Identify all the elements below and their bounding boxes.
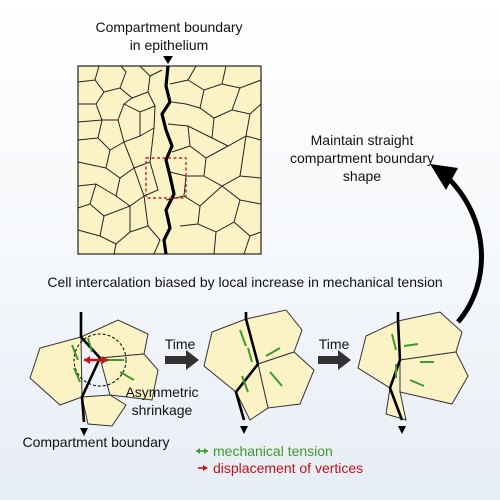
legend-tension-label: mechanical tension <box>213 443 333 459</box>
panel-3 <box>357 311 469 434</box>
top-label-line1: Compartment boundary <box>95 19 242 35</box>
curved-arrow-shaft <box>444 174 484 324</box>
legend-displacement-icon <box>198 465 208 471</box>
bottom-boundary-label: Compartment boundary <box>22 434 169 450</box>
curved-arrow-head-icon <box>430 164 458 190</box>
boundary-marker-icon <box>80 428 88 436</box>
asymmetric-label-line2: shrinkage <box>132 402 193 418</box>
top-label-line2: in epithelium <box>130 37 209 53</box>
time-arrow-1-icon <box>165 350 199 370</box>
boundary-marker-icon <box>398 426 406 434</box>
right-label-line1: Maintain straight <box>311 132 414 148</box>
time-label-2: Time <box>319 336 350 352</box>
boundary-marker-icon <box>240 426 248 434</box>
legend-tension-icon <box>196 448 208 454</box>
right-label-line2: compartment boundary <box>290 150 434 166</box>
panel-2 <box>203 309 315 434</box>
boundary-marker-icon <box>163 56 173 64</box>
epithelium-image <box>77 65 262 255</box>
right-label-line3: shape <box>343 168 381 184</box>
legend-displacement-label: displacement of vertices <box>213 460 363 476</box>
zoom-region-box <box>145 157 187 199</box>
legend: mechanical tension displacement of verti… <box>196 443 363 476</box>
panel-1 <box>29 312 159 436</box>
time-label-1: Time <box>165 336 196 352</box>
middle-heading: Cell intercalation biased by local incre… <box>47 274 442 290</box>
time-arrow-2-icon <box>318 350 351 370</box>
asymmetric-label-line1: Asymmetric <box>125 384 198 400</box>
